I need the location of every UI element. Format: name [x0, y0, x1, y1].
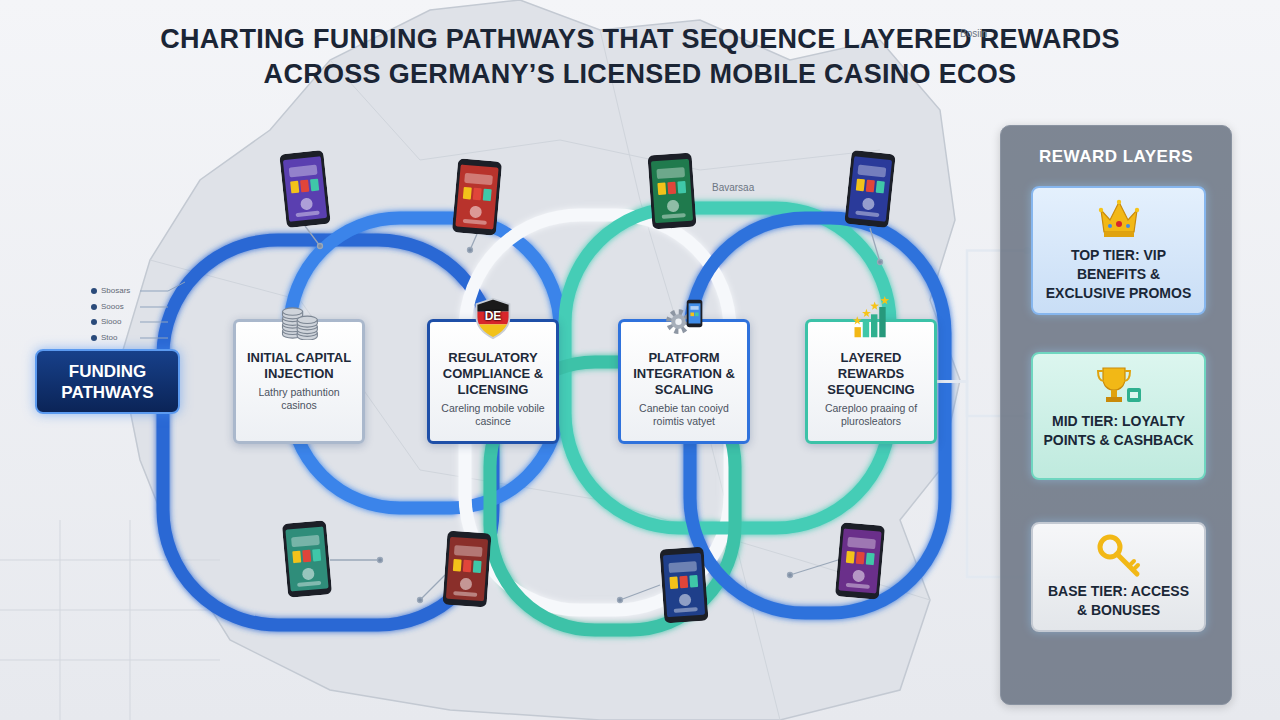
icon-graphic [1100, 537, 1138, 574]
pathway-loops [163, 208, 945, 630]
process-box: PLATFORM INTEGRATION & SCALING Canebie ta… [618, 319, 750, 444]
pathway-tube [180, 376, 233, 388]
map-label: Bavarsaa [712, 182, 754, 193]
node-icon [1095, 360, 1143, 408]
icon-graphic [669, 300, 702, 331]
node-icon [849, 296, 893, 340]
node-heading: LAYERED REWARDS SEQUENCING [815, 350, 927, 398]
pathway-tube [365, 376, 427, 388]
node-heading: REWARD LAYERS [1011, 146, 1221, 167]
phone-leader-lines [305, 210, 883, 603]
background-grid [0, 520, 220, 720]
pathway-tube [750, 376, 805, 388]
icon-graphic [471, 296, 515, 340]
node-heading: MID TIER: LOYALTY POINTS & CASHBACK [1041, 412, 1196, 450]
mini-legend-label: Sbosars [101, 286, 130, 296]
node-heading: INITIAL CAPITAL INJECTION [243, 350, 355, 382]
mini-legend-marks [91, 282, 185, 341]
pathway-tube [559, 376, 618, 388]
process-box: INITIAL CAPITAL INJECTION Lathry pathunti… [233, 319, 365, 444]
node-heading: TOP TIER: VIP BENEFITS & EXCLUSIVE PROMO… [1041, 246, 1196, 303]
node-icon [471, 296, 515, 340]
reward-panel: TOP TIER: VIP BENEFITS & EXCLUSIVE PROMO… [1000, 125, 1232, 705]
node-icon [277, 296, 321, 340]
node-description: Canebie tan cooiyd roimtis vatyet [628, 402, 740, 428]
node-icon [662, 296, 706, 340]
icon-graphic [1098, 368, 1141, 402]
node-description: Careling mobile vobile casince [437, 402, 549, 428]
node-heading: REGULATORY COMPLIANCE & LICENSING [437, 350, 549, 398]
mini-legend-label: Siooo [101, 317, 121, 327]
germany-map-outline [120, 0, 960, 720]
node-icon [1095, 530, 1143, 578]
diagram-title: CHARTING FUNDING PATHWAYS THAT SEQUENCE … [120, 22, 1160, 92]
process-box: REGULATORY COMPLIANCE & LICENSING Carelin… [427, 319, 559, 444]
icon-graphic [283, 308, 318, 340]
mini-legend-label: Sooos [101, 302, 124, 312]
node-description: Lathry pathuntion casinos [243, 386, 355, 412]
tier-box: TOP TIER: VIP BENEFITS & EXCLUSIVE PROMO… [1031, 186, 1206, 315]
process-box: LAYERED REWARDS SEQUENCING Careploo praai… [805, 319, 937, 444]
node-heading: FUNDING PATHWAYS [45, 361, 170, 403]
mini-legend-label: Stoo [101, 333, 117, 343]
tier-box: BASE TIER: ACCESS & BONUSES [1031, 522, 1206, 632]
icon-graphic [853, 296, 889, 337]
start-box: FUNDING PATHWAYS [35, 349, 180, 414]
node-heading: BASE TIER: ACCESS & BONUSES [1041, 582, 1196, 620]
node-heading: PLATFORM INTEGRATION & SCALING [628, 350, 740, 398]
icon-graphic [1098, 200, 1138, 237]
node-icon [1095, 194, 1143, 242]
tier-box: MID TIER: LOYALTY POINTS & CASHBACK [1031, 352, 1206, 480]
node-description: Careploo praaing of plurosleators [815, 402, 927, 428]
mobile-phones [279, 150, 895, 624]
